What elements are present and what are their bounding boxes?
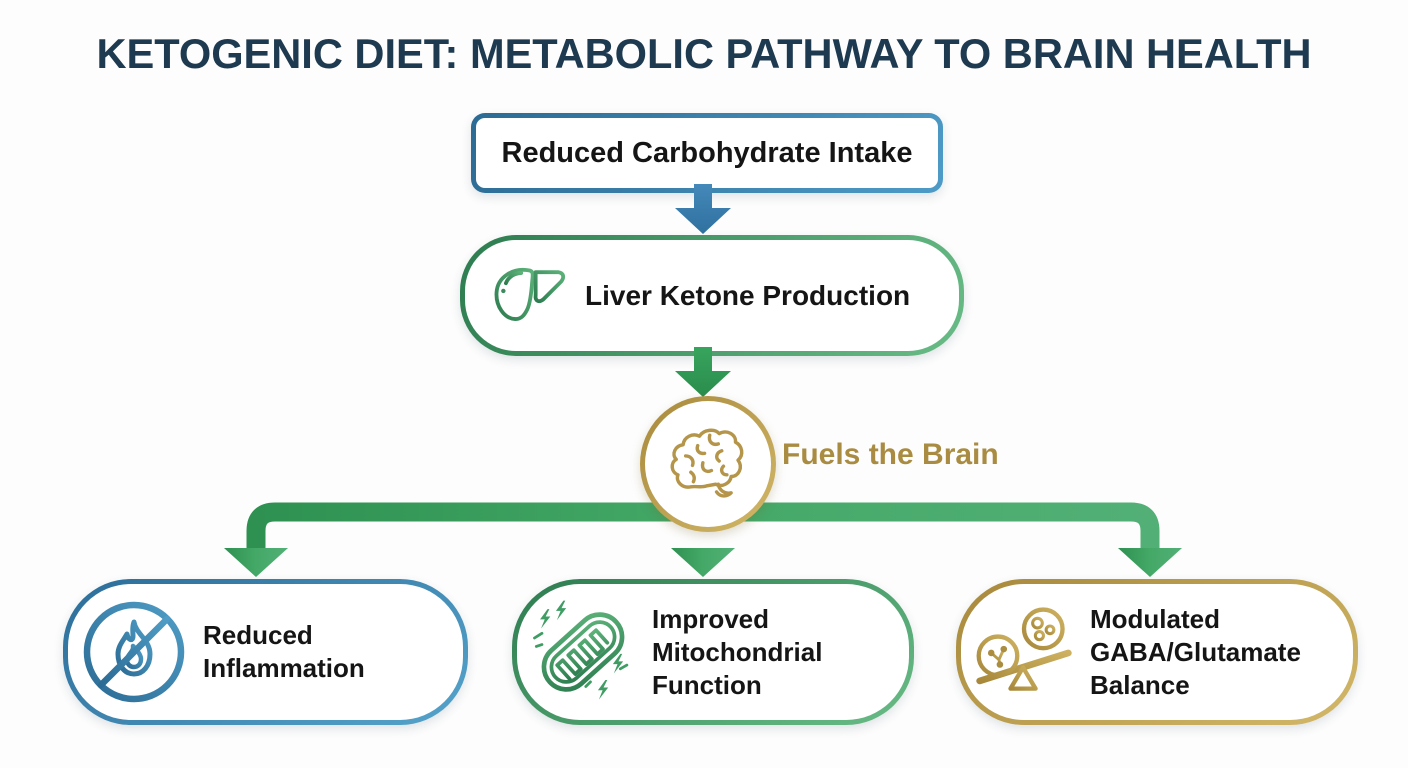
node-label: Improved Mitochondrial Function	[652, 603, 823, 700]
node-improved-mitochondrial-function: Improved Mitochondrial Function	[512, 579, 914, 725]
branch-arrowhead-left	[224, 548, 288, 577]
balance-icon	[976, 607, 1072, 691]
mitochondria-icon	[533, 600, 629, 700]
node-liver-ketone-production: Liver Ketone Production	[460, 235, 964, 356]
fuels-the-brain-label: Fuels the Brain	[782, 438, 999, 471]
node-reduced-carb-intake: Reduced Carbohydrate Intake	[471, 113, 943, 193]
branch-arrowhead-right	[1118, 548, 1182, 577]
page-title: KETOGENIC DIET: METABOLIC PATHWAY TO BRA…	[96, 30, 1312, 77]
brain-hub	[640, 396, 776, 532]
arrow-down-green-icon	[675, 347, 731, 397]
arrow-down-blue-icon	[675, 184, 731, 234]
no-inflammation-icon	[83, 601, 185, 703]
branch-arrowhead-center	[671, 548, 735, 577]
node-label: Liver Ketone Production	[585, 279, 911, 311]
liver-icon	[494, 267, 566, 321]
node-label: Reduced Carbohydrate Intake	[501, 136, 913, 169]
brain-icon	[670, 428, 744, 498]
node-modulated-gaba-glutamate-balance: Modulated GABA/Glutamate Balance	[956, 579, 1358, 725]
node-label: Reduced Inflammation	[203, 620, 365, 683]
node-label: Modulated GABA/Glutamate Balance	[1090, 603, 1301, 700]
node-reduced-inflammation: Reduced Inflammation	[63, 579, 468, 725]
